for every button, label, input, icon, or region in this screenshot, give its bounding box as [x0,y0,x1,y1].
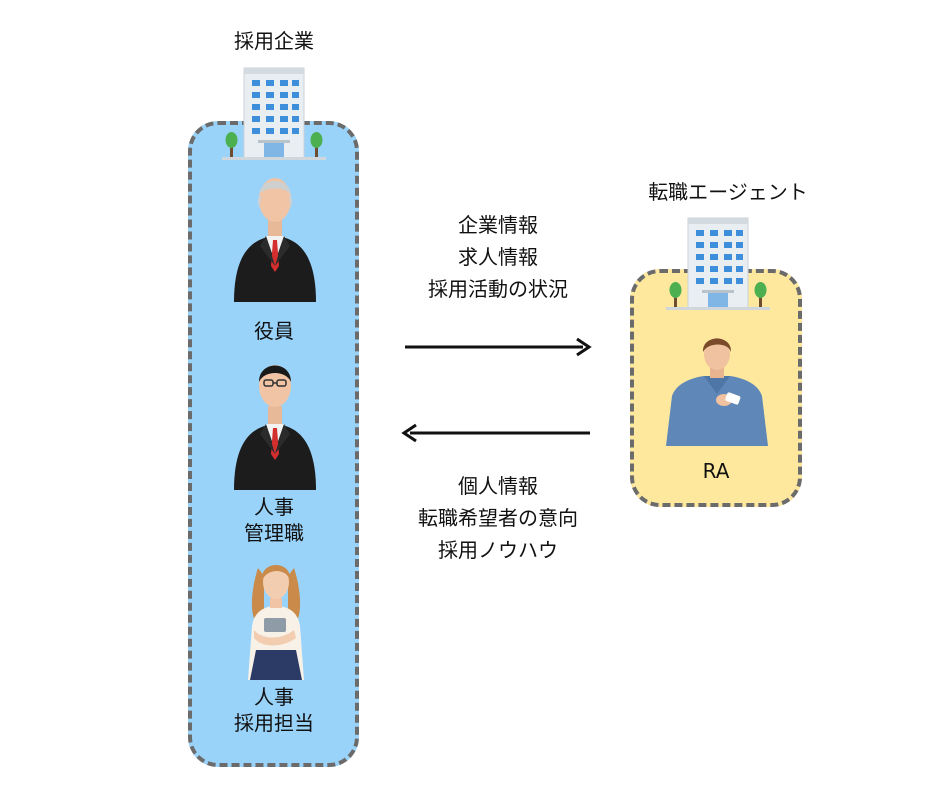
executive-avatar-icon [230,166,320,302]
hr-manager-label-line1: 人事 [254,495,294,519]
company-title: 採用企業 [234,29,314,53]
company-building-icon [222,62,326,160]
to-company-line-recruiting-knowhow: 採用ノウハウ [438,538,558,562]
arrow-left-icon [400,422,592,444]
ra-label: RA [702,459,730,483]
to-agent-line-job-info: 求人情報 [458,245,538,269]
arrow-right-icon [405,336,593,358]
to-company-line-personal-info: 個人情報 [458,474,538,498]
hr-staff-label-line1: 人事 [254,685,294,709]
ra-avatar-icon [664,334,770,446]
hr-manager-label: 人事 管理職 [194,494,354,546]
hr-staff-avatar-icon [242,556,310,680]
agent-building-icon [666,212,770,310]
hr-manager-label-line2: 管理職 [244,521,304,545]
agent-title: 転職エージェント [648,180,808,204]
to-company-line-candidate-intent: 転職希望者の意向 [418,506,578,530]
to-company-messages: 個人情報 転職希望者の意向 採用ノウハウ [391,470,605,566]
hr-staff-label-line2: 採用担当 [234,711,314,735]
hr-manager-avatar-icon [230,354,320,490]
to-agent-line-company-info: 企業情報 [458,213,538,237]
to-agent-messages: 企業情報 求人情報 採用活動の状況 [398,209,598,305]
hr-staff-label: 人事 採用担当 [194,684,354,736]
executive-label: 役員 [254,319,294,343]
to-agent-line-recruiting-status: 採用活動の状況 [428,277,568,301]
